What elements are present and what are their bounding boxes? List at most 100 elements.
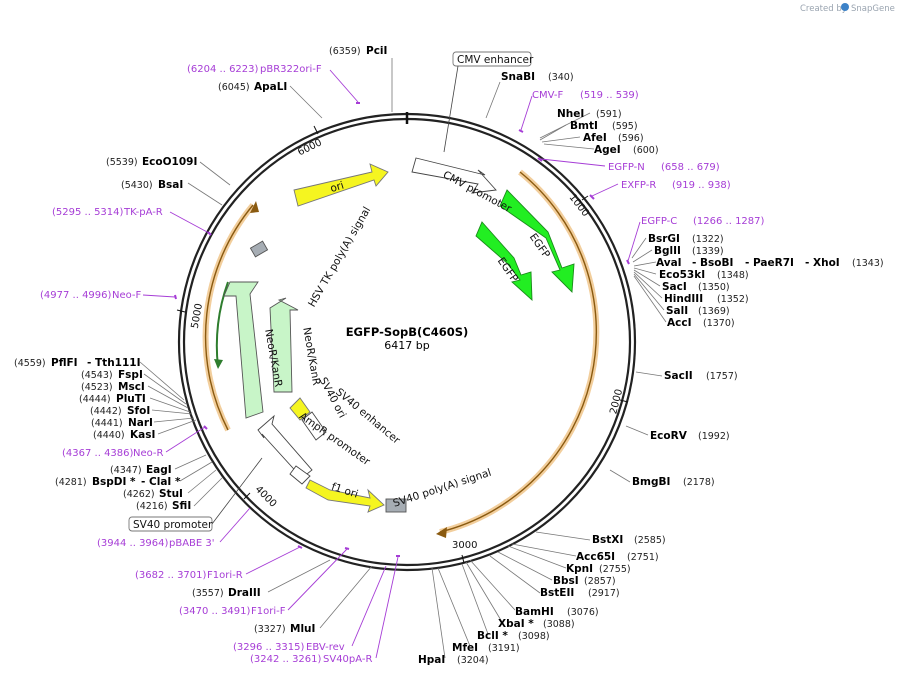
enzyme-name[interactable]: PluTI bbox=[116, 393, 146, 405]
feature-sv40-polya[interactable] bbox=[385, 498, 407, 513]
enzyme-name[interactable]: MfeI bbox=[452, 642, 478, 654]
enzyme-pos: (3557) bbox=[192, 588, 224, 599]
enzyme-name[interactable]: SalI bbox=[666, 305, 688, 317]
enzyme-name[interactable]: FspI bbox=[118, 369, 143, 381]
primer-name[interactable]: EGFP-C bbox=[641, 216, 677, 227]
enzyme-name[interactable]: - XhoI bbox=[805, 257, 840, 269]
feature-label-hsv-tk-polya: HSV TK poly(A) signal bbox=[306, 205, 373, 309]
enzyme-name[interactable]: NarI bbox=[128, 417, 153, 429]
enzyme-name[interactable]: NheI bbox=[557, 108, 584, 120]
enzyme-name[interactable]: AgeI bbox=[594, 144, 621, 156]
enzyme-name[interactable]: SacI bbox=[662, 281, 687, 293]
enzyme-pos: (3191) bbox=[488, 643, 520, 654]
enzyme-name[interactable]: SacII bbox=[664, 370, 693, 382]
enzyme-pos: (1343) bbox=[852, 258, 884, 269]
enzyme-name[interactable]: EcoO109I bbox=[142, 156, 197, 168]
feature-neor-kanr[interactable] bbox=[269, 297, 299, 393]
enzyme-name[interactable]: BbsI bbox=[553, 575, 579, 587]
plasmid-length: 6417 bp bbox=[384, 339, 429, 352]
primer-name[interactable]: pBABE 3' bbox=[169, 538, 215, 549]
primer-name[interactable]: F1ori-F bbox=[251, 606, 286, 617]
enzyme-name[interactable]: BstEII bbox=[540, 587, 574, 599]
enzyme-name[interactable]: BamHI bbox=[515, 606, 554, 618]
enzyme-name[interactable]: - ClaI * bbox=[141, 476, 181, 488]
enzyme-pos: (1369) bbox=[698, 306, 730, 317]
primer-labels: (6204 .. 6223) pBR322ori-F CMV-F (519 ..… bbox=[40, 64, 765, 665]
enzyme-name[interactable]: BstXI bbox=[592, 534, 623, 546]
enzyme-pos: (4559) bbox=[14, 358, 46, 369]
feature-hsv-tk-polya[interactable] bbox=[249, 240, 269, 258]
primer-name[interactable]: Neo-F bbox=[112, 290, 142, 301]
enzyme-pos: (2178) bbox=[683, 477, 715, 488]
enzyme-name[interactable]: BglII bbox=[654, 245, 681, 257]
feature-ori[interactable] bbox=[293, 163, 389, 207]
enzyme-name[interactable]: SfiI bbox=[172, 500, 191, 512]
feature-sv40-enhancer[interactable] bbox=[301, 411, 327, 441]
enzyme-name[interactable]: StuI bbox=[159, 488, 183, 500]
enzyme-name[interactable]: AccI bbox=[667, 317, 691, 329]
enzyme-name[interactable]: BmgBI bbox=[632, 476, 670, 488]
feature-egfp[interactable] bbox=[499, 189, 575, 294]
primer-name[interactable]: Neo-R bbox=[133, 448, 164, 459]
enzyme-name[interactable]: MscI bbox=[118, 381, 145, 393]
primer-name[interactable]: F1ori-R bbox=[207, 570, 243, 581]
primer-name[interactable]: CMV-F bbox=[532, 90, 563, 101]
feature-f1-ori[interactable] bbox=[305, 479, 385, 513]
enzyme-name[interactable]: PflFI bbox=[51, 357, 78, 369]
primer-pos: (5295 .. 5314) bbox=[52, 207, 124, 218]
feature-egfp[interactable] bbox=[475, 221, 533, 302]
enzyme-pos: (2917) bbox=[588, 588, 620, 599]
enzyme-pos: (3076) bbox=[567, 607, 599, 618]
enzyme-name[interactable]: KpnI bbox=[566, 563, 593, 575]
orf-arc-neo-line bbox=[204, 204, 254, 431]
enzyme-name[interactable]: EagI bbox=[146, 464, 172, 476]
enzyme-pos: (4444) bbox=[79, 394, 111, 405]
orf-arc-egfp-line bbox=[439, 171, 597, 533]
feature-label-sv40-promoter: SV40 promoter bbox=[133, 519, 213, 531]
enzyme-name[interactable]: SfoI bbox=[127, 405, 150, 417]
feature-label-neor-kanr: NeoR/KanR bbox=[300, 326, 322, 386]
enzyme-name[interactable]: BclI * bbox=[477, 630, 508, 642]
feature-ampr-promoter[interactable] bbox=[257, 414, 313, 479]
primer-pos: (1266 .. 1287) bbox=[693, 216, 765, 227]
primer-pos: (658 .. 679) bbox=[661, 162, 720, 173]
enzyme-name[interactable]: - Tth111I bbox=[87, 357, 141, 369]
enzyme-name[interactable]: AfeI bbox=[583, 132, 607, 144]
primer-name[interactable]: TK-pA-R bbox=[123, 207, 163, 218]
credit-prefix: Created by bbox=[800, 4, 847, 14]
feature-label-cmv-enhancer: CMV enhancer bbox=[457, 54, 534, 66]
enzyme-name[interactable]: MluI bbox=[290, 623, 315, 635]
enzyme-name[interactable]: BsrGI bbox=[648, 233, 680, 245]
feature-sv40-ori[interactable] bbox=[289, 397, 311, 421]
primer-name[interactable]: EXFP-R bbox=[621, 180, 656, 191]
enzyme-name[interactable]: DraIII bbox=[228, 587, 261, 599]
enzyme-name[interactable]: SnaBI bbox=[501, 71, 535, 83]
enzyme-name[interactable]: Acc65I bbox=[576, 551, 615, 563]
enzyme-name[interactable]: ApaLI bbox=[254, 81, 287, 93]
primer-name[interactable]: EBV-rev bbox=[306, 642, 345, 653]
feature-neor-kanr[interactable] bbox=[223, 281, 264, 419]
enzyme-name[interactable]: XbaI * bbox=[498, 618, 534, 630]
feature-ampr-promoter-tail[interactable] bbox=[289, 465, 311, 485]
enzyme-name[interactable]: BspDI * bbox=[92, 476, 136, 488]
enzyme-pos: (6359) bbox=[329, 46, 361, 57]
enzyme-name[interactable]: - BsoBI bbox=[692, 257, 733, 269]
enzyme-pos: (1757) bbox=[706, 371, 738, 382]
enzyme-name[interactable]: Eco53kI bbox=[659, 269, 705, 281]
orf-arrowhead bbox=[250, 201, 259, 213]
enzyme-name[interactable]: KasI bbox=[130, 429, 155, 441]
enzyme-name[interactable]: HpaI bbox=[418, 654, 445, 666]
enzyme-name[interactable]: HindIII bbox=[664, 293, 703, 305]
enzyme-name[interactable]: PciI bbox=[366, 45, 387, 57]
enzyme-pos: (4262) bbox=[123, 489, 155, 500]
enzyme-name[interactable]: EcoRV bbox=[650, 430, 688, 442]
enzyme-name[interactable]: - PaeR7I bbox=[745, 257, 794, 269]
feature-cmv-promoter[interactable] bbox=[411, 157, 497, 194]
enzyme-name[interactable]: BsaI bbox=[158, 179, 183, 191]
enzyme-name[interactable]: BmtI bbox=[570, 120, 598, 132]
primer-name[interactable]: SV40pA-R bbox=[323, 654, 372, 665]
primer-name[interactable]: pBR322ori-F bbox=[260, 64, 322, 75]
primer-name[interactable]: EGFP-N bbox=[608, 162, 645, 173]
enzyme-name[interactable]: AvaI bbox=[656, 257, 682, 269]
enzyme-pos: (4440) bbox=[93, 430, 125, 441]
